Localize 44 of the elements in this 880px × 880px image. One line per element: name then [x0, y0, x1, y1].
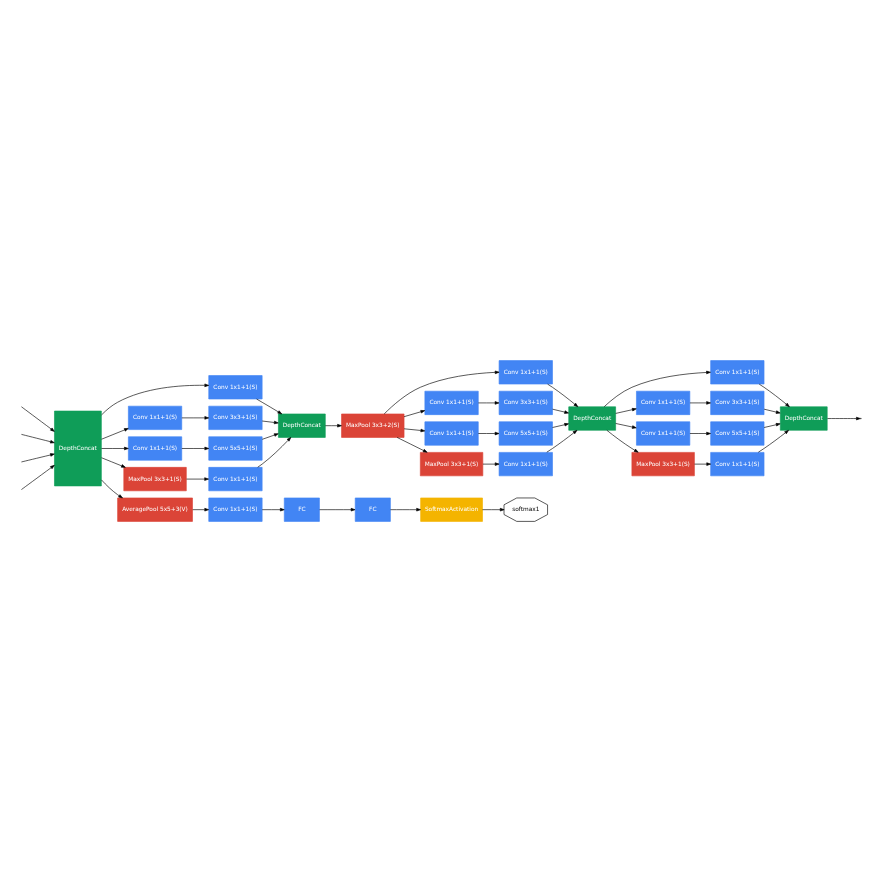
arrow [21, 433, 55, 443]
arrow [21, 405, 55, 431]
arrow [763, 407, 781, 413]
arrow [383, 369, 500, 414]
arrow [689, 430, 711, 435]
arrow [403, 409, 426, 417]
arrow [256, 397, 283, 414]
arrow [319, 507, 356, 511]
arrow [694, 461, 711, 465]
arrow [101, 427, 129, 439]
arrow [390, 507, 421, 511]
arrow [261, 432, 279, 439]
arrow [403, 427, 426, 432]
arrow [758, 382, 790, 407]
arrow [478, 430, 500, 435]
arrow [758, 429, 789, 452]
arrow [101, 445, 129, 450]
arrow [192, 507, 209, 511]
arrow [101, 478, 123, 498]
arrow [101, 382, 210, 415]
arrow [478, 400, 500, 404]
arrow [396, 436, 428, 452]
arrow [689, 400, 711, 404]
arrow [21, 452, 55, 462]
arrow [763, 422, 781, 427]
arrow [546, 429, 578, 452]
arrow [615, 422, 637, 428]
arrow [482, 461, 500, 465]
arrow [482, 507, 505, 511]
arrow [547, 382, 579, 407]
arrow [257, 436, 292, 467]
arrow [325, 423, 342, 427]
arrow [552, 422, 569, 427]
arrow [552, 407, 569, 413]
arrow [261, 507, 285, 511]
arrow [21, 464, 55, 489]
arrow [101, 456, 126, 467]
arrow [615, 407, 637, 413]
arrow [181, 445, 210, 450]
arrow [603, 369, 711, 407]
arrow [181, 415, 210, 419]
arrow [186, 476, 209, 480]
arrow [261, 419, 279, 424]
arrow [606, 428, 639, 452]
